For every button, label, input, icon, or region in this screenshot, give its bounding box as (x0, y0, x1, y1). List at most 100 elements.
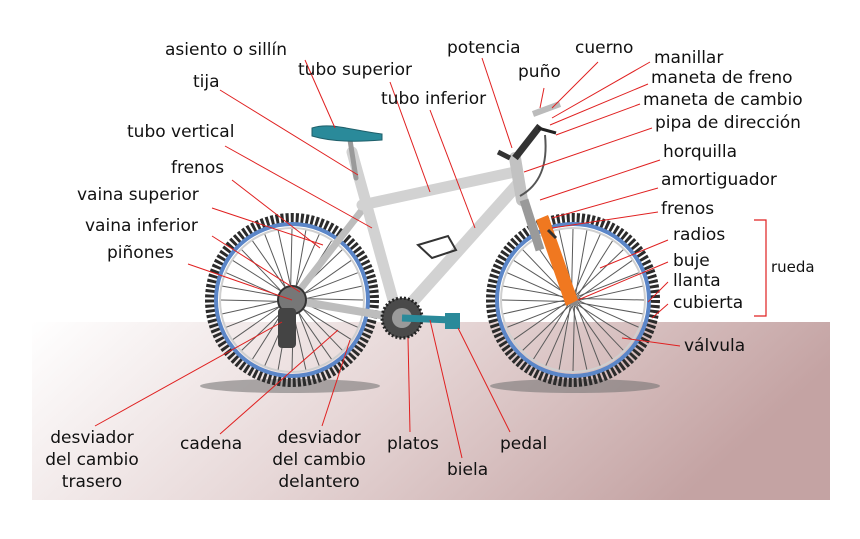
spoke (507, 272, 568, 300)
label-maneta-freno: maneta de freno (651, 68, 793, 88)
spoke (295, 304, 320, 366)
label-rueda: rueda (771, 258, 815, 276)
spoke (232, 260, 289, 296)
spoke (513, 301, 568, 340)
spoke (572, 305, 575, 372)
label-asiento: asiento o sillín (165, 40, 288, 60)
leader-line (539, 159, 661, 201)
label-tubo-vertical: tubo vertical (127, 122, 235, 142)
leader-line (481, 57, 513, 149)
spoke (577, 240, 613, 297)
spoke (295, 304, 352, 340)
spoke (503, 299, 568, 315)
spoke (575, 249, 624, 296)
spoke (296, 272, 358, 297)
label-pinones: piñones (107, 243, 174, 263)
spoke (296, 302, 343, 351)
handlebar (496, 101, 562, 197)
leader-line (429, 109, 476, 229)
spoke (577, 302, 624, 351)
label-frenos-der: frenos (661, 199, 715, 219)
label-pedal: pedal (500, 434, 548, 454)
leader-line (389, 81, 431, 193)
spoke (290, 228, 293, 295)
label-llanta: llanta (673, 271, 721, 291)
spoke (264, 234, 289, 296)
crankset (380, 296, 460, 340)
spoke (545, 305, 573, 366)
label-pipa: pipa de dirección (655, 113, 801, 133)
label-cubierta: cubierta (673, 293, 744, 313)
spoke (297, 260, 352, 299)
spoke (578, 260, 633, 299)
spoke (578, 298, 645, 301)
spoke (293, 305, 332, 360)
leader-line (647, 281, 669, 303)
leader-line (577, 261, 669, 301)
label-biela: biela (447, 460, 489, 480)
spoke (297, 285, 362, 301)
leader-line (621, 337, 681, 347)
leader-line (321, 339, 351, 427)
leader-line (555, 103, 641, 136)
label-maneta-cambio: maneta de cambio (643, 90, 803, 110)
leader-line (187, 263, 293, 301)
label-desviador-trasero: desviador del cambio trasero (45, 428, 139, 493)
spoke (558, 305, 571, 370)
label-cuerno: cuerno (575, 38, 634, 58)
spoke (501, 299, 568, 302)
spoke (241, 249, 288, 298)
leader-line (551, 61, 599, 109)
leader-line (551, 61, 651, 119)
leader-line (457, 327, 511, 433)
label-horquilla: horquilla (663, 142, 738, 162)
leader-line (224, 145, 373, 229)
spoke (578, 300, 639, 328)
spoke (252, 240, 291, 295)
spoke (576, 304, 601, 366)
spoke (503, 285, 568, 298)
label-buje: buje (673, 251, 710, 271)
label-vaina-superior: vaina superior (77, 185, 199, 205)
label-vaina-inferior: vaina inferior (85, 216, 198, 236)
spoke (533, 303, 569, 360)
leader-line (211, 207, 324, 246)
spoke (222, 299, 287, 315)
leader-line (429, 319, 463, 459)
leader-line (231, 179, 321, 249)
spoke (578, 302, 643, 315)
leader-line (651, 303, 669, 319)
label-desviador-delantero: desviador del cambio delantero (272, 428, 366, 493)
rueda-bracket (754, 219, 767, 317)
spoke (226, 303, 288, 328)
spoke (522, 304, 571, 351)
label-valvula: válvula (684, 336, 746, 356)
spoke (513, 260, 570, 296)
label-frenos-izq: frenos (171, 158, 225, 178)
spoke (277, 230, 293, 295)
front-wheel (486, 213, 660, 387)
spoke (577, 272, 639, 297)
leader-line (551, 187, 659, 219)
spoke (572, 305, 588, 370)
leader-line (407, 337, 411, 433)
leader-line (523, 127, 653, 173)
leader-line (219, 89, 359, 176)
label-amortiguador: amortiguador (661, 170, 777, 190)
spoke (297, 298, 364, 301)
leader-lines (94, 57, 681, 459)
frame (288, 137, 528, 324)
label-potencia: potencia (447, 38, 521, 58)
leader-line (219, 329, 339, 435)
leader-line (599, 239, 669, 269)
spoke (232, 301, 287, 340)
ground-background (32, 322, 830, 500)
leader-line (539, 87, 545, 109)
label-tija: tija (193, 72, 220, 92)
label-radios: radios (673, 225, 726, 245)
spoke (575, 230, 588, 295)
label-cadena: cadena (180, 434, 243, 454)
label-platos: platos (387, 434, 439, 454)
